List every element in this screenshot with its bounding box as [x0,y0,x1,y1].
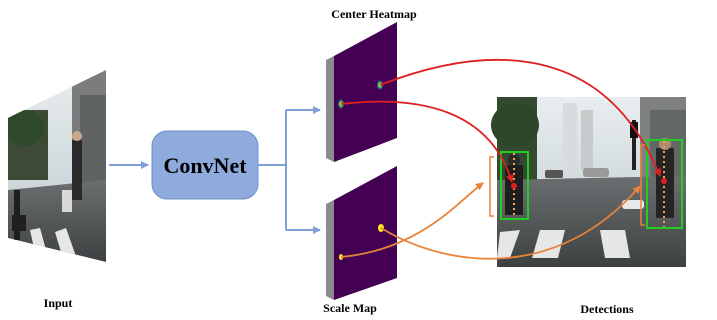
convnet-output-arrows [258,106,321,234]
detection-center-right [661,178,667,184]
detection-box-right [646,139,683,229]
center-heatmap [326,22,397,162]
input-image [8,70,106,262]
detection-center-left [511,183,517,189]
scale-map [326,166,397,300]
input-label: Input [44,296,73,310]
convnet-block: ConvNet [151,130,259,200]
scale-arrow-right [380,185,641,260]
center-arrow-left [340,100,514,183]
detection-box-left [500,151,529,220]
scale-arrow-left [340,182,484,258]
detections-label: Detections [580,302,634,316]
center-heatmap-label: Center Heatmap [331,7,417,21]
detections-image [491,97,686,267]
scale-bracket-right [640,144,645,226]
scale-bracket-left [489,156,494,217]
convnet-label: ConvNet [163,153,247,178]
center-arrow-right [379,58,662,177]
scale-map-label: Scale Map [323,301,377,315]
